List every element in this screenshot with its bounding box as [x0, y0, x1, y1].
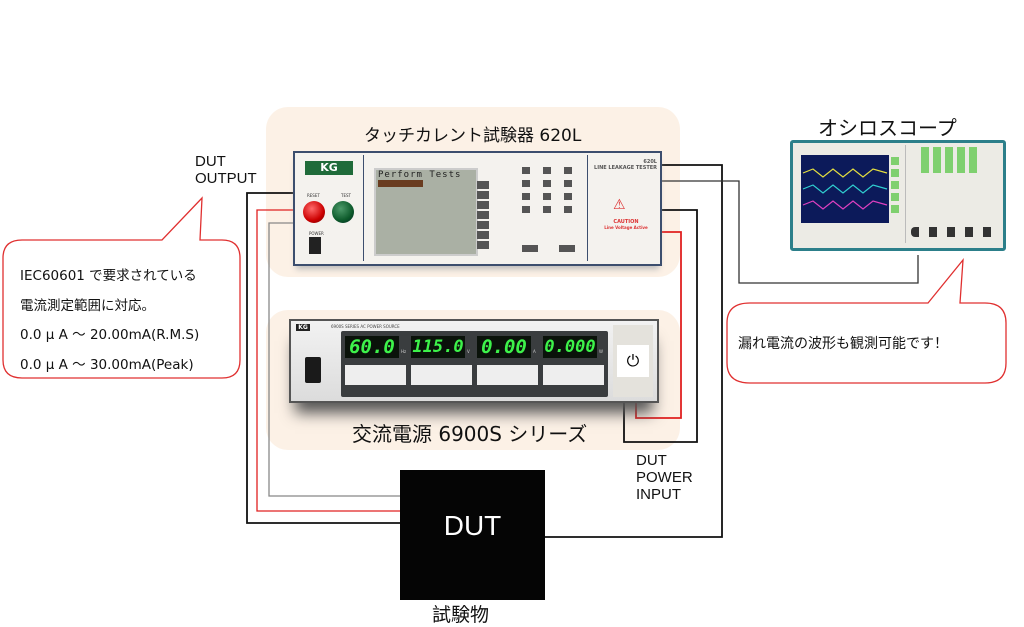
display-voltage: 115.0 — [411, 336, 465, 358]
power-switch[interactable] — [309, 237, 321, 254]
current-unit: A — [533, 349, 536, 354]
menu-buttons[interactable] — [891, 157, 899, 217]
current-value: 0.00 — [481, 336, 527, 358]
power-value: 0.000 — [544, 337, 596, 357]
universal-socket-icon: ⏻ — [617, 345, 649, 377]
callout-left-text: IEC60601 で要求されている 電流測定範囲に対応。 0.0 μ A 〜 2… — [20, 262, 199, 380]
reset-label: RESET — [307, 193, 320, 198]
dut-output-line2: OUTPUT — [195, 170, 257, 187]
dut-power-line2: POWER — [636, 469, 693, 486]
screen-title: Perform Tests — [378, 170, 462, 180]
dut-label: DUT — [443, 510, 502, 541]
waveforms — [802, 168, 888, 210]
display-panel: 60.0 Hz 115.0 V 0.00 A 0.000 W — [341, 331, 608, 397]
caution-text: CAUTION — [613, 219, 639, 225]
keypad[interactable] — [522, 167, 572, 219]
model-label: 620L LINE LEAKAGE TESTER — [591, 159, 657, 171]
test-label: TEST — [341, 193, 351, 198]
display-power: 0.000 — [543, 336, 597, 358]
dut-output-line1: DUT — [195, 153, 226, 170]
control-keys[interactable] — [921, 147, 981, 173]
warning-icon: ⚠ — [613, 197, 626, 213]
lcd-screen: Perform Tests — [374, 168, 478, 256]
dut-caption: 試験物 — [432, 604, 490, 626]
wire-black-left — [246, 192, 400, 524]
power-switch[interactable] — [305, 357, 321, 383]
model-number: 620L — [643, 159, 657, 165]
caution-sub: Line Voltage Active — [604, 225, 648, 230]
callout-left-line: 0.0 μ A 〜 30.00mA(Peak) — [20, 356, 194, 373]
callout-right-shape — [726, 257, 1007, 384]
dut-power-line1: DUT — [636, 452, 667, 469]
power-source-title: 交流電源 6900S シリーズ — [352, 422, 588, 446]
callout-right-text: 漏れ電流の波形も観測可能です！ — [738, 336, 948, 352]
dut-power-line3: INPUT — [636, 486, 681, 503]
channel-inputs[interactable] — [911, 227, 997, 237]
exit-key[interactable] — [522, 245, 538, 252]
wire-black-socket — [623, 209, 698, 443]
softkeys[interactable] — [477, 181, 489, 249]
caution-label: CAUTION Line Voltage Active — [593, 219, 659, 230]
test-button[interactable] — [332, 201, 354, 223]
kg-logo-small: KG — [296, 324, 310, 331]
power-source-device: KG 6900S SERIES AC POWER SOURCE 60.0 Hz … — [289, 319, 659, 403]
voltage-unit: V — [467, 349, 470, 354]
oscilloscope-title: オシロスコープ — [818, 116, 957, 140]
wire-scope — [657, 180, 919, 284]
frequency-unit: Hz — [401, 349, 407, 354]
dut-box — [400, 470, 545, 600]
callout-left-line: 電流測定範囲に対応。 — [20, 297, 155, 314]
scope-screen — [801, 155, 889, 223]
callout-left-shape — [2, 196, 241, 379]
dut-output-label: DUT OUTPUT — [195, 153, 257, 187]
model-name: LINE LEAKAGE TESTER — [594, 165, 657, 171]
series-label: 6900S SERIES AC POWER SOURCE — [331, 324, 400, 329]
display-current: 0.00 — [477, 336, 531, 358]
tester-title: タッチカレント試験器 620L — [364, 126, 582, 146]
power-label: POWER — [309, 231, 324, 236]
wire-red-left — [256, 209, 400, 512]
tester-device: KG RESET TEST POWER Perform Tests 620L L… — [293, 151, 662, 266]
kg-logo: KG — [305, 161, 353, 175]
frequency-value: 60.0 — [349, 336, 395, 358]
display-frequency: 60.0 — [345, 336, 399, 358]
power-unit: W — [599, 349, 603, 354]
wire-red-socket — [635, 231, 682, 419]
callout-left-line: IEC60601 で要求されている — [20, 268, 197, 284]
reset-button[interactable] — [303, 201, 325, 223]
wire-black-dut-right — [545, 164, 723, 538]
oscilloscope-device — [790, 140, 1006, 251]
wire-gray-left — [268, 222, 400, 497]
control-buttons[interactable] — [345, 365, 604, 385]
callout-left-line: 0.0 μ A 〜 20.00mA(R.M.S) — [20, 327, 200, 343]
voltage-value: 115.0 — [412, 337, 464, 357]
outlet-panel: ⏻ — [613, 325, 653, 397]
enter-key[interactable] — [559, 245, 575, 252]
dut-power-input-label: DUT POWER INPUT — [636, 452, 693, 503]
